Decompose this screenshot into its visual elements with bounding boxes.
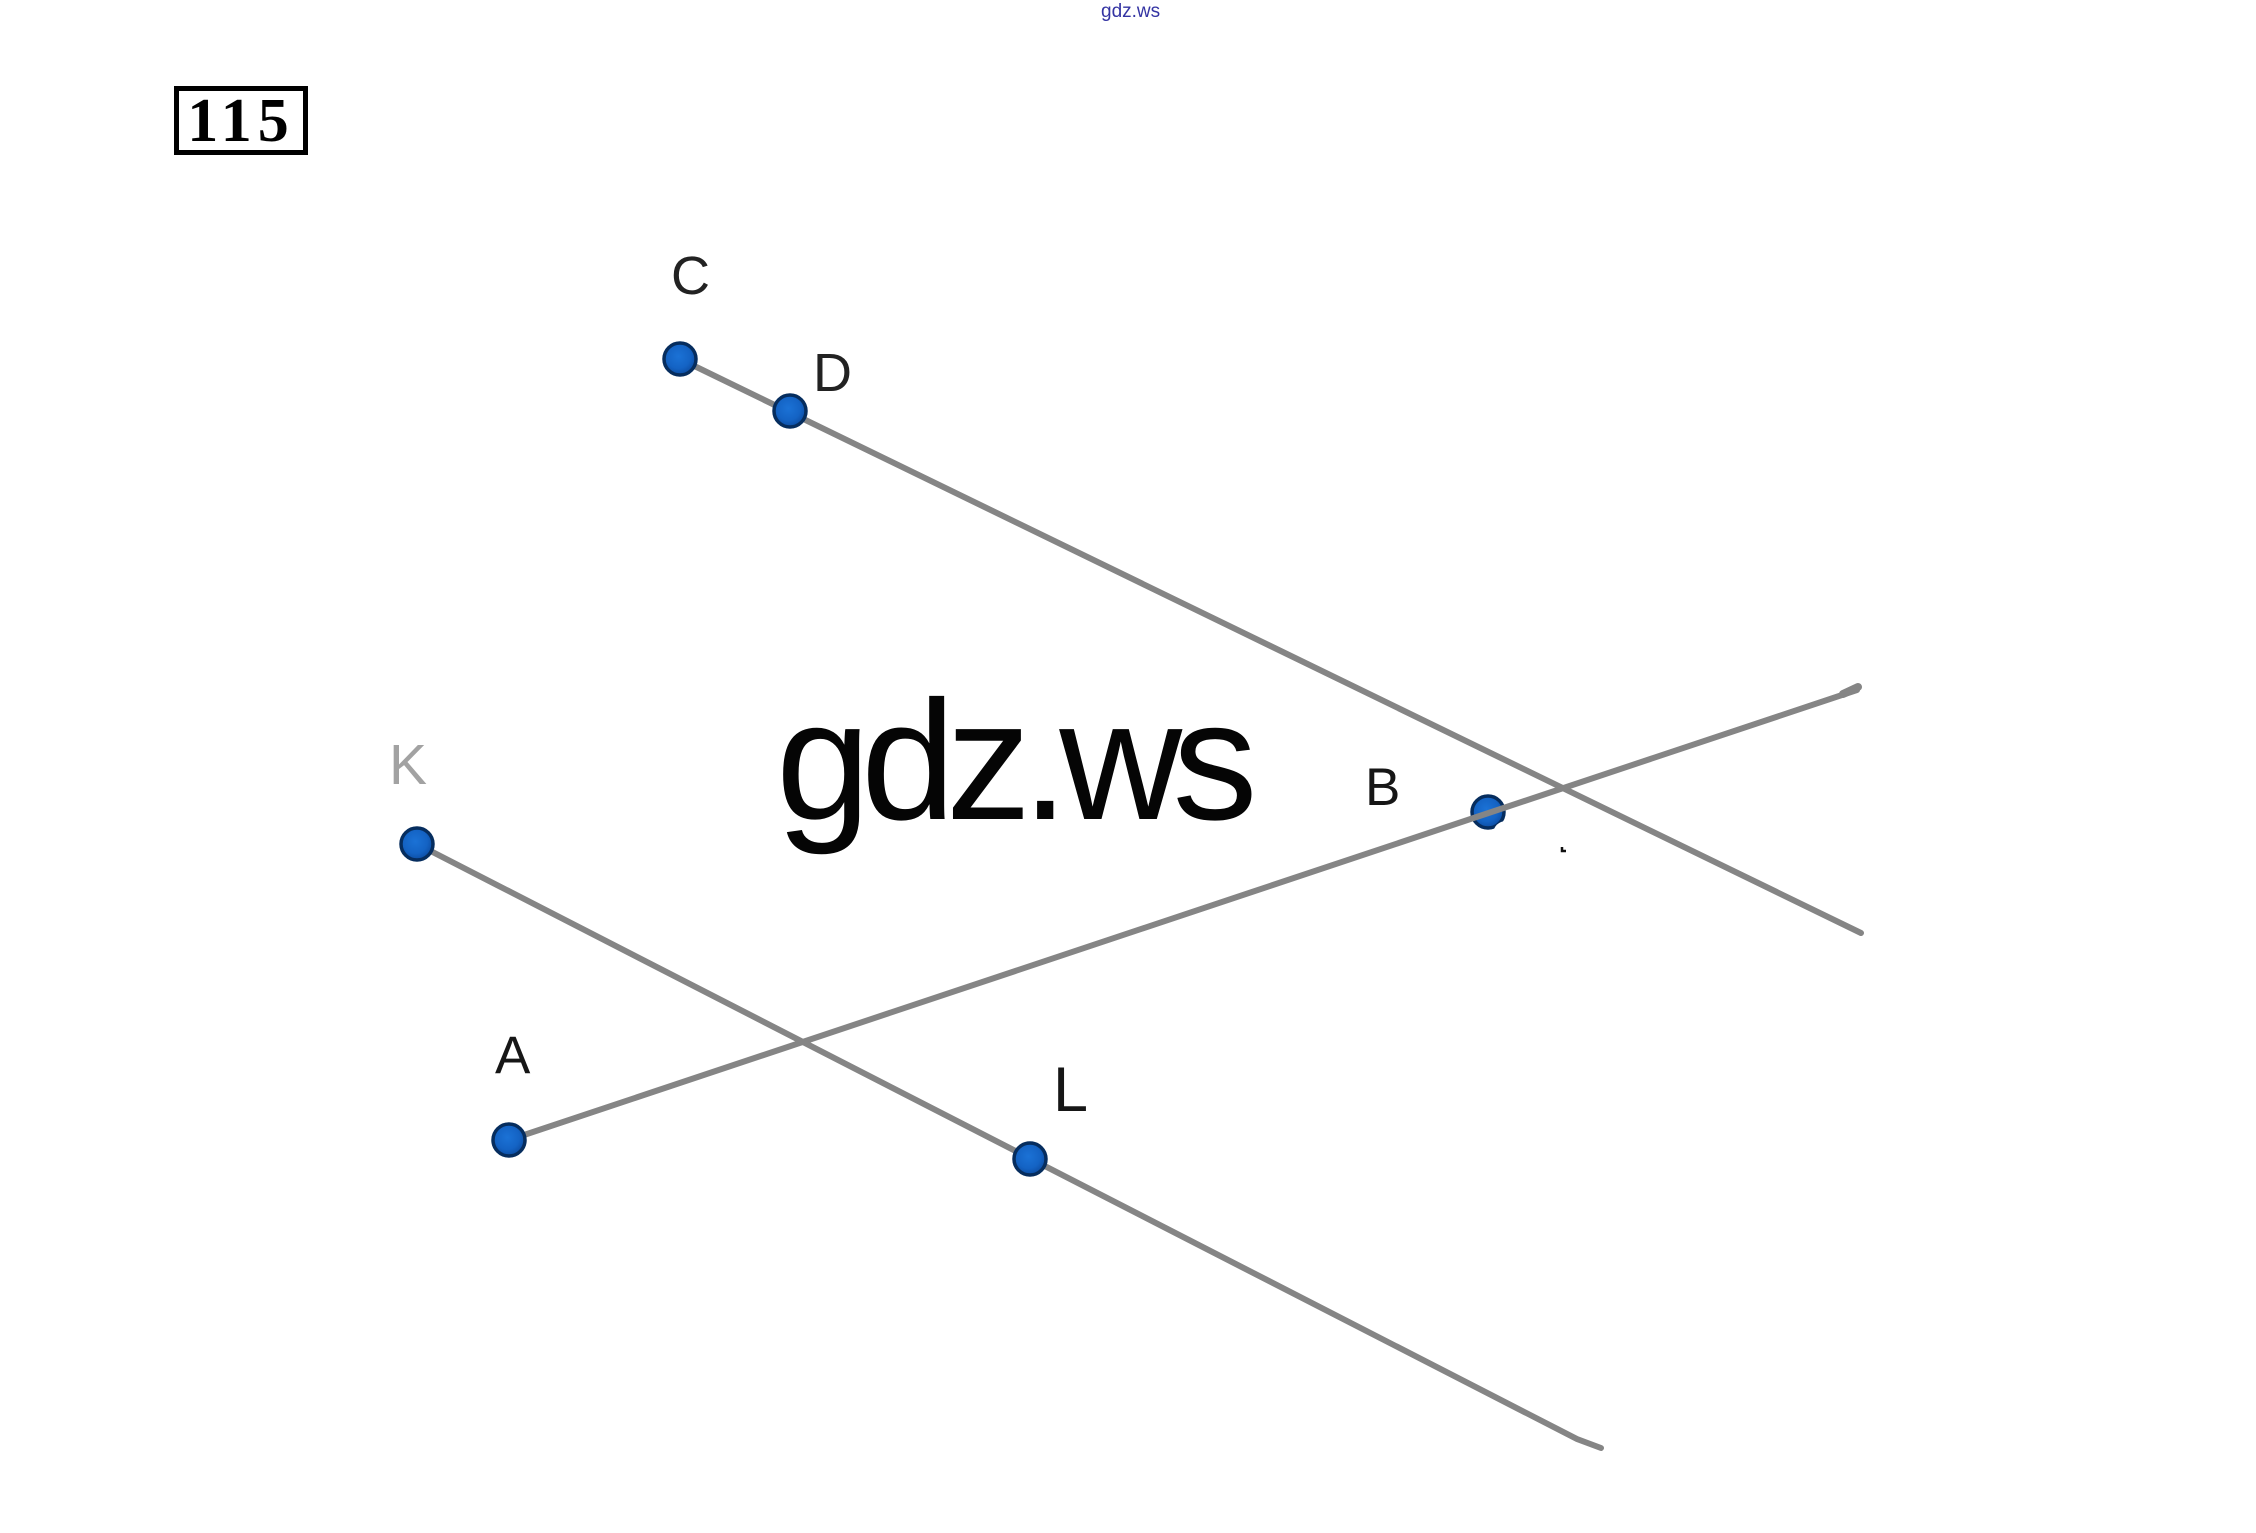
svg-text:C: C [671, 246, 710, 306]
svg-text:115: 115 [187, 87, 295, 155]
svg-text:B: B [1365, 758, 1400, 817]
svg-text:L: L [1053, 1055, 1088, 1125]
svg-text:K: K [389, 733, 427, 797]
svg-text:gdz.ws: gdz.ws [776, 666, 1252, 856]
svg-text:A: A [495, 1026, 531, 1085]
svg-text:D: D [813, 343, 852, 403]
svg-text:gdz.ws: gdz.ws [1101, 1, 1160, 22]
